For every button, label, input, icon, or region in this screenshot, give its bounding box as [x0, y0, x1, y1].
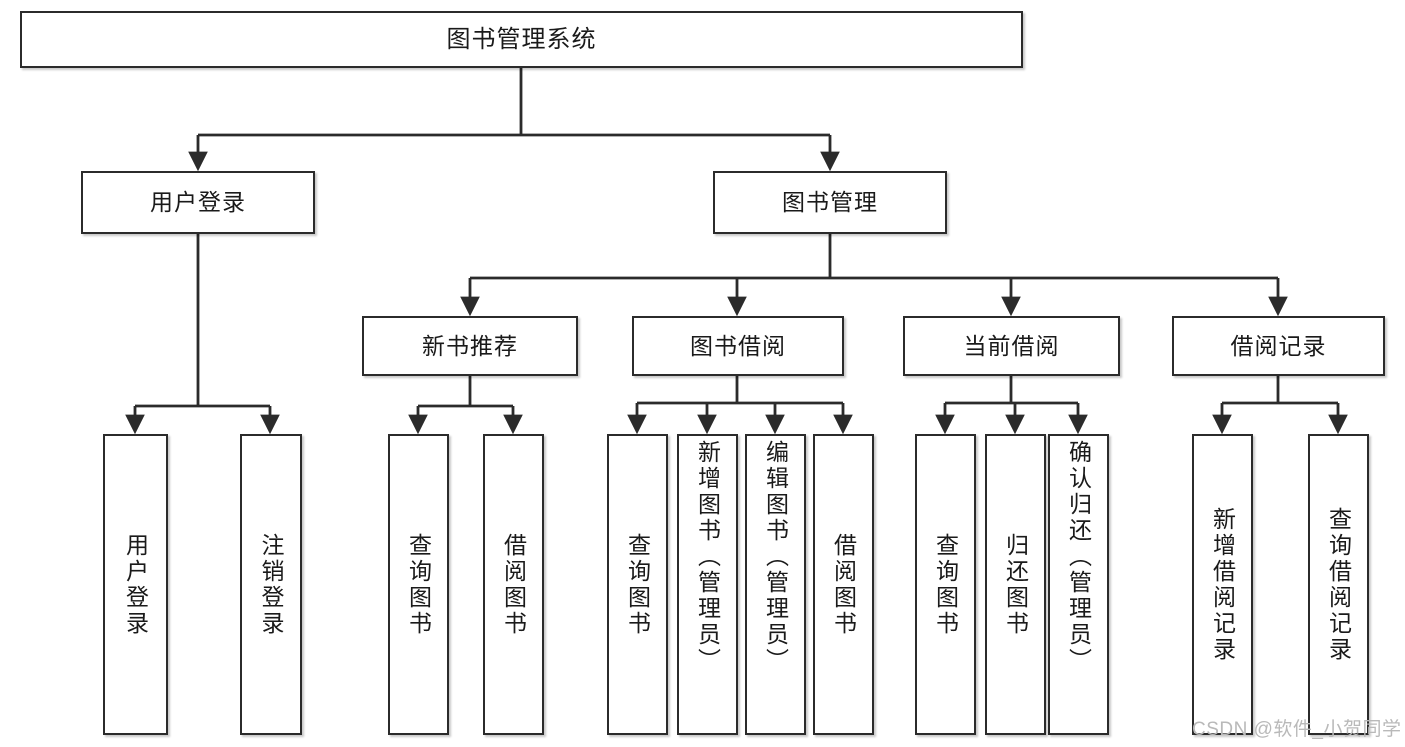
node-leaf-confirm-return[interactable]: 确认归还（管理员）: [1048, 434, 1109, 735]
watermark: CSDN @软件_小贺同学: [1192, 719, 1402, 740]
node-user-login[interactable]: 用户登录: [81, 171, 315, 234]
node-leaf-return-book[interactable]: 归还图书: [985, 434, 1046, 735]
node-leaf-add-book[interactable]: 新增图书（管理员）: [677, 434, 738, 735]
node-leaf-borrow-book-2[interactable]: 借阅图书: [813, 434, 874, 735]
node-book-manage[interactable]: 图书管理: [713, 171, 947, 234]
node-borrow-record[interactable]: 借阅记录: [1172, 316, 1385, 376]
node-book-borrow[interactable]: 图书借阅: [632, 316, 844, 376]
node-new-book-recommend[interactable]: 新书推荐: [362, 316, 578, 376]
node-root[interactable]: 图书管理系统: [20, 11, 1023, 68]
node-leaf-query-book-2[interactable]: 查询图书: [607, 434, 668, 735]
node-leaf-query-book-1[interactable]: 查询图书: [388, 434, 449, 735]
node-leaf-query-record[interactable]: 查询借阅记录: [1308, 434, 1369, 735]
node-current-borrow[interactable]: 当前借阅: [903, 316, 1120, 376]
node-leaf-user-logout[interactable]: 注销登录: [240, 434, 302, 735]
node-leaf-borrow-book-1[interactable]: 借阅图书: [483, 434, 544, 735]
node-leaf-user-login[interactable]: 用户登录: [103, 434, 168, 735]
node-leaf-add-record[interactable]: 新增借阅记录: [1192, 434, 1253, 735]
node-leaf-query-book-3[interactable]: 查询图书: [915, 434, 976, 735]
node-leaf-edit-book[interactable]: 编辑图书（管理员）: [745, 434, 806, 735]
